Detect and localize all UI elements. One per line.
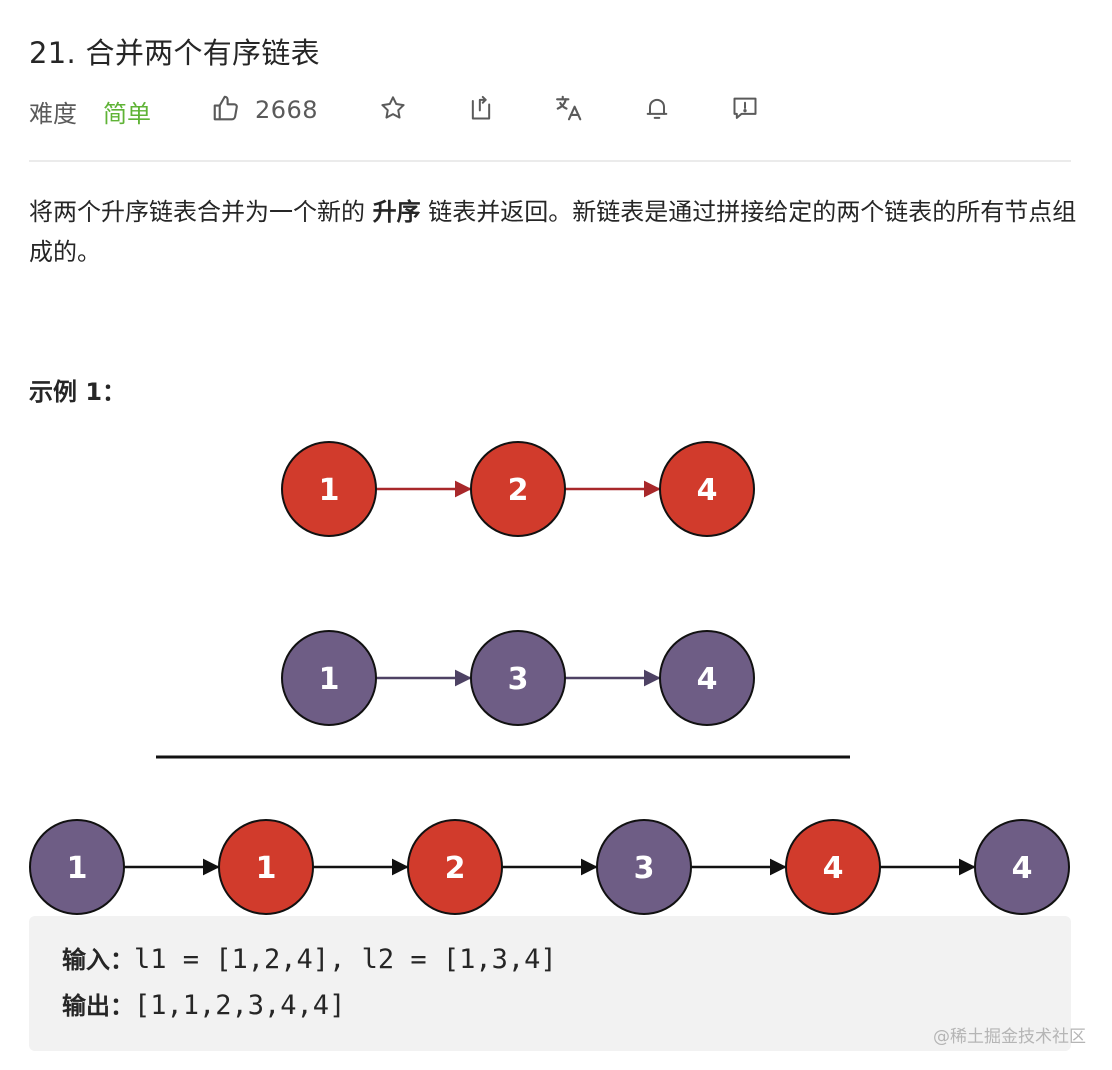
- description-text-1: 将两个升序链表合并为一个新的: [29, 198, 373, 226]
- list2-node-value: 3: [508, 662, 529, 697]
- description-text-2: 链表并返回。新链表是通过拼接给定的两个链表的所有节点组成的。: [29, 198, 1077, 266]
- favorite-button[interactable]: [375, 92, 411, 128]
- thumbs-up-icon: [211, 93, 241, 127]
- merged-list-node-value: 1: [67, 851, 88, 886]
- input-value: l1 = [1,2,4], l2 = [1,3,4]: [134, 944, 557, 975]
- problem-description: 将两个升序链表合并为一个新的 升序 链表并返回。新链表是通过拼接给定的两个链表的…: [29, 192, 1079, 272]
- example-io-box: 输入：l1 = [1,2,4], l2 = [1,3,4] 输出：[1,1,2,…: [29, 916, 1071, 1051]
- problem-title: 21. 合并两个有序链表: [29, 36, 320, 70]
- example-title: 示例 1：: [29, 378, 127, 406]
- header-divider: [29, 160, 1071, 162]
- merged-list-node: [407, 819, 503, 915]
- merged-list-node: [785, 819, 881, 915]
- list1-node: [281, 441, 377, 537]
- list1-node-value: 1: [319, 473, 340, 508]
- difficulty-label: 难度: [29, 100, 77, 128]
- input-label: 输入：: [62, 946, 134, 974]
- list2-node-value: 4: [697, 662, 718, 697]
- list2-node: [659, 630, 755, 726]
- like-count: 2668: [255, 96, 319, 124]
- merged-list-node: [974, 819, 1070, 915]
- star-icon: [379, 94, 407, 126]
- list1-node: [659, 441, 755, 537]
- bell-icon: [643, 94, 671, 126]
- problem-meta-bar: 难度 简单 2668: [29, 88, 1089, 132]
- list1-node: [470, 441, 566, 537]
- description-bold: 升序: [372, 198, 421, 226]
- list2-node: [470, 630, 566, 726]
- merged-list-node: [596, 819, 692, 915]
- list1-node-value: 2: [508, 473, 529, 508]
- merged-list-node: [218, 819, 314, 915]
- list2-node: [281, 630, 377, 726]
- watermark: @稀土掘金技术社区: [933, 1027, 1086, 1047]
- list1-node-value: 4: [697, 473, 718, 508]
- merged-list-node: [29, 819, 125, 915]
- share-button[interactable]: [463, 92, 499, 128]
- output-label: 输出：: [62, 992, 134, 1020]
- merged-list-node-value: 1: [256, 851, 277, 886]
- output-row: 输出：[1,1,2,3,4,4]: [62, 986, 345, 1021]
- feedback-icon: [731, 94, 759, 126]
- like-button[interactable]: 2668: [211, 92, 318, 128]
- feedback-button[interactable]: [727, 92, 763, 128]
- subscribe-button[interactable]: [639, 92, 675, 128]
- merged-list-node-value: 4: [823, 851, 844, 886]
- translate-icon: [554, 93, 584, 127]
- translate-button[interactable]: [551, 92, 587, 128]
- output-value: [1,1,2,3,4,4]: [134, 990, 346, 1021]
- share-icon: [467, 94, 495, 126]
- merged-list-node-value: 4: [1012, 851, 1033, 886]
- merged-list-node-value: 2: [445, 851, 466, 886]
- difficulty-value: 简单: [103, 100, 151, 128]
- list2-node-value: 1: [319, 662, 340, 697]
- merged-list-node-value: 3: [634, 851, 655, 886]
- input-row: 输入：l1 = [1,2,4], l2 = [1,3,4]: [62, 940, 557, 975]
